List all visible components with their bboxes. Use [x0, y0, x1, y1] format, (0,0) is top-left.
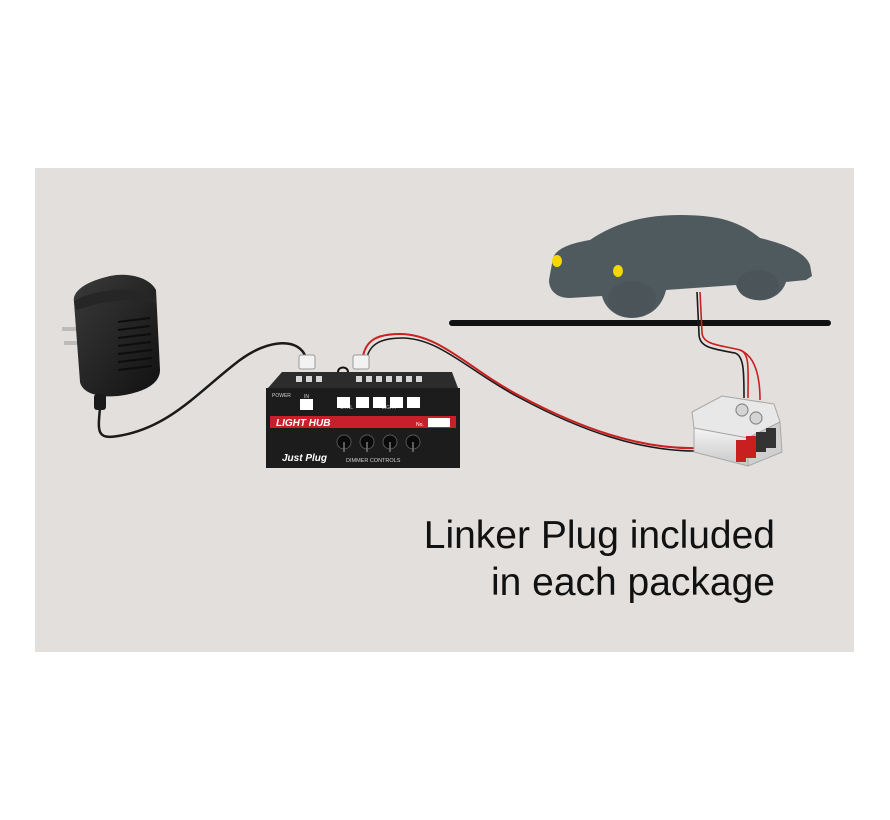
headlight-right: [613, 265, 623, 277]
light-label: LIGHT: [382, 405, 397, 411]
road-line: [449, 320, 831, 326]
caption: Linker Plug included in each package: [424, 512, 775, 606]
light-cable: [361, 332, 701, 450]
no-label: No.: [416, 422, 424, 428]
linker-plug-icon: [691, 395, 783, 467]
caption-line-2: in each package: [490, 561, 775, 604]
headlight-left: [552, 255, 562, 267]
port-in: [300, 399, 313, 410]
car-wires: [696, 291, 761, 401]
port-ctrl: [337, 397, 350, 408]
brand-label: Just Plug: [282, 453, 327, 464]
port-light-1: [356, 397, 369, 408]
port-light-2: [373, 397, 386, 408]
hub-name: LIGHT HUB: [276, 418, 330, 429]
power-label: POWER: [272, 393, 291, 399]
caption-line-1: Linker Plug included: [423, 514, 775, 557]
port-light-4: [407, 397, 420, 408]
dimmer-knobs: [336, 434, 421, 452]
dimmer-label: DIMMER CONTROLS: [346, 458, 401, 464]
power-cable: [97, 342, 308, 439]
hub-connectors: [298, 354, 370, 382]
in-label: IN: [304, 394, 309, 400]
light-cable-black: [365, 337, 701, 452]
power-adapter-icon: [62, 274, 160, 410]
port-light-3: [390, 397, 403, 408]
car-silhouette-icon: [549, 215, 812, 318]
light-hub: POWER IN CTRL LIGHT LIGHT HUB No.: [266, 372, 460, 468]
